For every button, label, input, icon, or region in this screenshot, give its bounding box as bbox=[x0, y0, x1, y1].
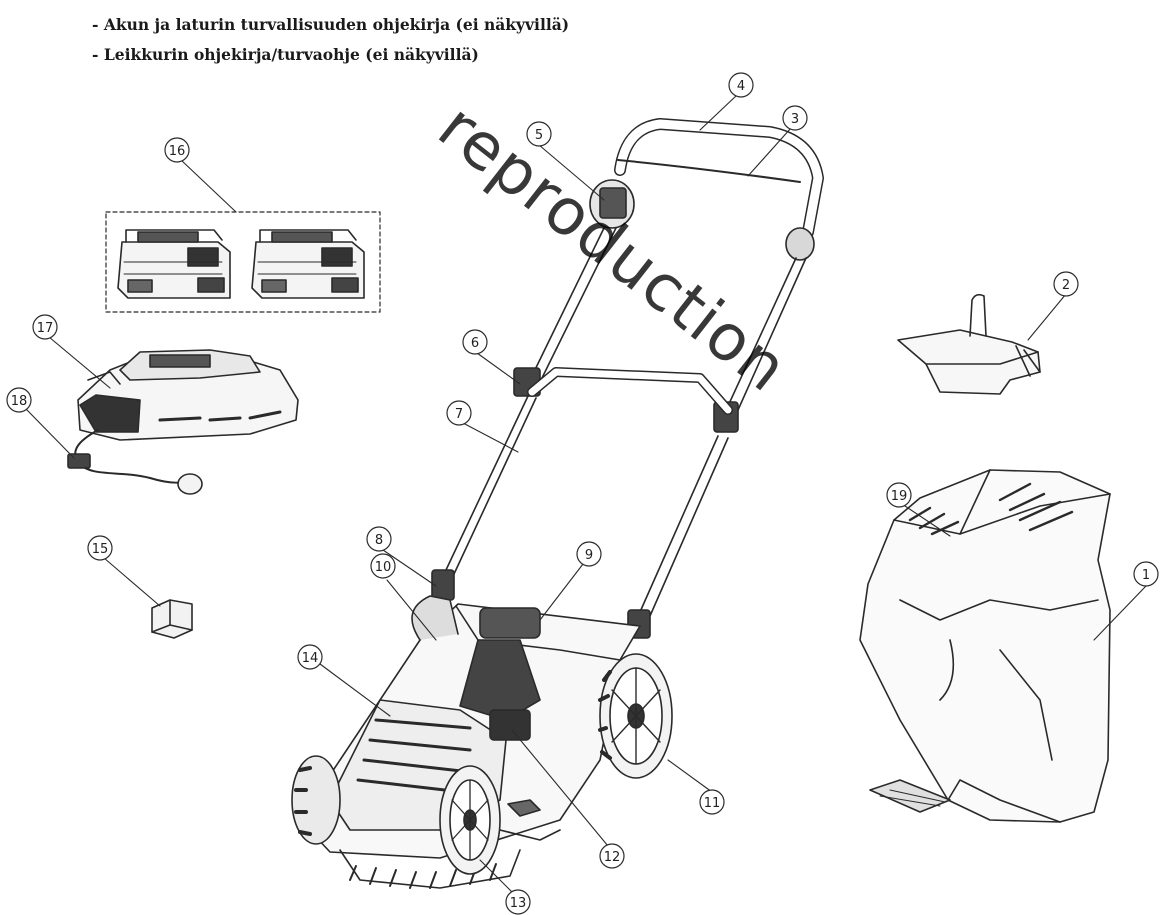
callout-1: 1 bbox=[1133, 561, 1159, 587]
grass-catcher-illustration bbox=[859, 469, 1111, 823]
callout-14-label: 14 bbox=[302, 651, 319, 666]
callout-1-label: 1 bbox=[1142, 568, 1150, 583]
callout-7: 7 bbox=[446, 400, 472, 426]
mulching-plug-illustration bbox=[897, 293, 1041, 395]
note-battery-charger-manual: - Akun ja laturin turvallisuuden ohjekir… bbox=[92, 15, 570, 34]
callout-14: 14 bbox=[297, 644, 323, 670]
callout-11: 11 bbox=[699, 789, 725, 815]
callout-leader-lines bbox=[26, 94, 1147, 899]
callout-4: 4 bbox=[728, 72, 754, 98]
battery-packs-illustration bbox=[105, 211, 381, 313]
callout-19-label: 19 bbox=[891, 489, 908, 504]
callout-17-label: 17 bbox=[37, 321, 54, 336]
callout-3-label: 3 bbox=[791, 112, 799, 127]
callout-12-label: 12 bbox=[604, 850, 621, 865]
callout-18: 18 bbox=[6, 387, 32, 413]
front-wheel-illustration bbox=[291, 755, 501, 875]
callout-11-label: 11 bbox=[704, 796, 721, 811]
callout-17: 17 bbox=[32, 314, 58, 340]
power-cable-illustration bbox=[67, 429, 203, 495]
mower-handle-illustration bbox=[431, 118, 824, 639]
callout-19: 19 bbox=[886, 482, 912, 508]
callout-12: 12 bbox=[599, 843, 625, 869]
callout-9-label: 9 bbox=[585, 548, 593, 563]
callout-16-label: 16 bbox=[169, 144, 186, 159]
callout-18-label: 18 bbox=[11, 394, 28, 409]
callout-5-label: 5 bbox=[535, 128, 543, 143]
callout-8-label: 8 bbox=[375, 533, 383, 548]
callout-6-label: 6 bbox=[471, 336, 479, 351]
safety-key-illustration bbox=[151, 599, 193, 639]
callout-16: 16 bbox=[164, 137, 190, 163]
callout-10-label: 10 bbox=[375, 560, 392, 575]
callout-5: 5 bbox=[526, 121, 552, 147]
callout-15: 15 bbox=[87, 535, 113, 561]
callout-9: 9 bbox=[576, 541, 602, 567]
callout-4-label: 4 bbox=[737, 79, 745, 94]
charger-illustration bbox=[77, 349, 299, 441]
callout-10: 10 bbox=[370, 553, 396, 579]
callout-7-label: 7 bbox=[455, 407, 463, 422]
callout-15-label: 15 bbox=[92, 542, 109, 557]
callout-6: 6 bbox=[462, 329, 488, 355]
callout-13: 13 bbox=[505, 889, 531, 915]
note-mower-manual: - Leikkurin ohjekirja/turvaohje (ei näky… bbox=[92, 45, 479, 64]
callout-2: 2 bbox=[1053, 271, 1079, 297]
callout-13-label: 13 bbox=[510, 896, 527, 911]
notes-list: - Akun ja laturin turvallisuuden ohjekir… bbox=[92, 10, 569, 70]
rear-wheel-illustration bbox=[598, 653, 673, 779]
callout-2-label: 2 bbox=[1062, 278, 1070, 293]
callout-3: 3 bbox=[782, 105, 808, 131]
callouts: 1 2 3 4 5 6 7 8 9 10 11 12 13 14 15 16 1… bbox=[6, 72, 1159, 915]
callout-8: 8 bbox=[366, 526, 392, 552]
